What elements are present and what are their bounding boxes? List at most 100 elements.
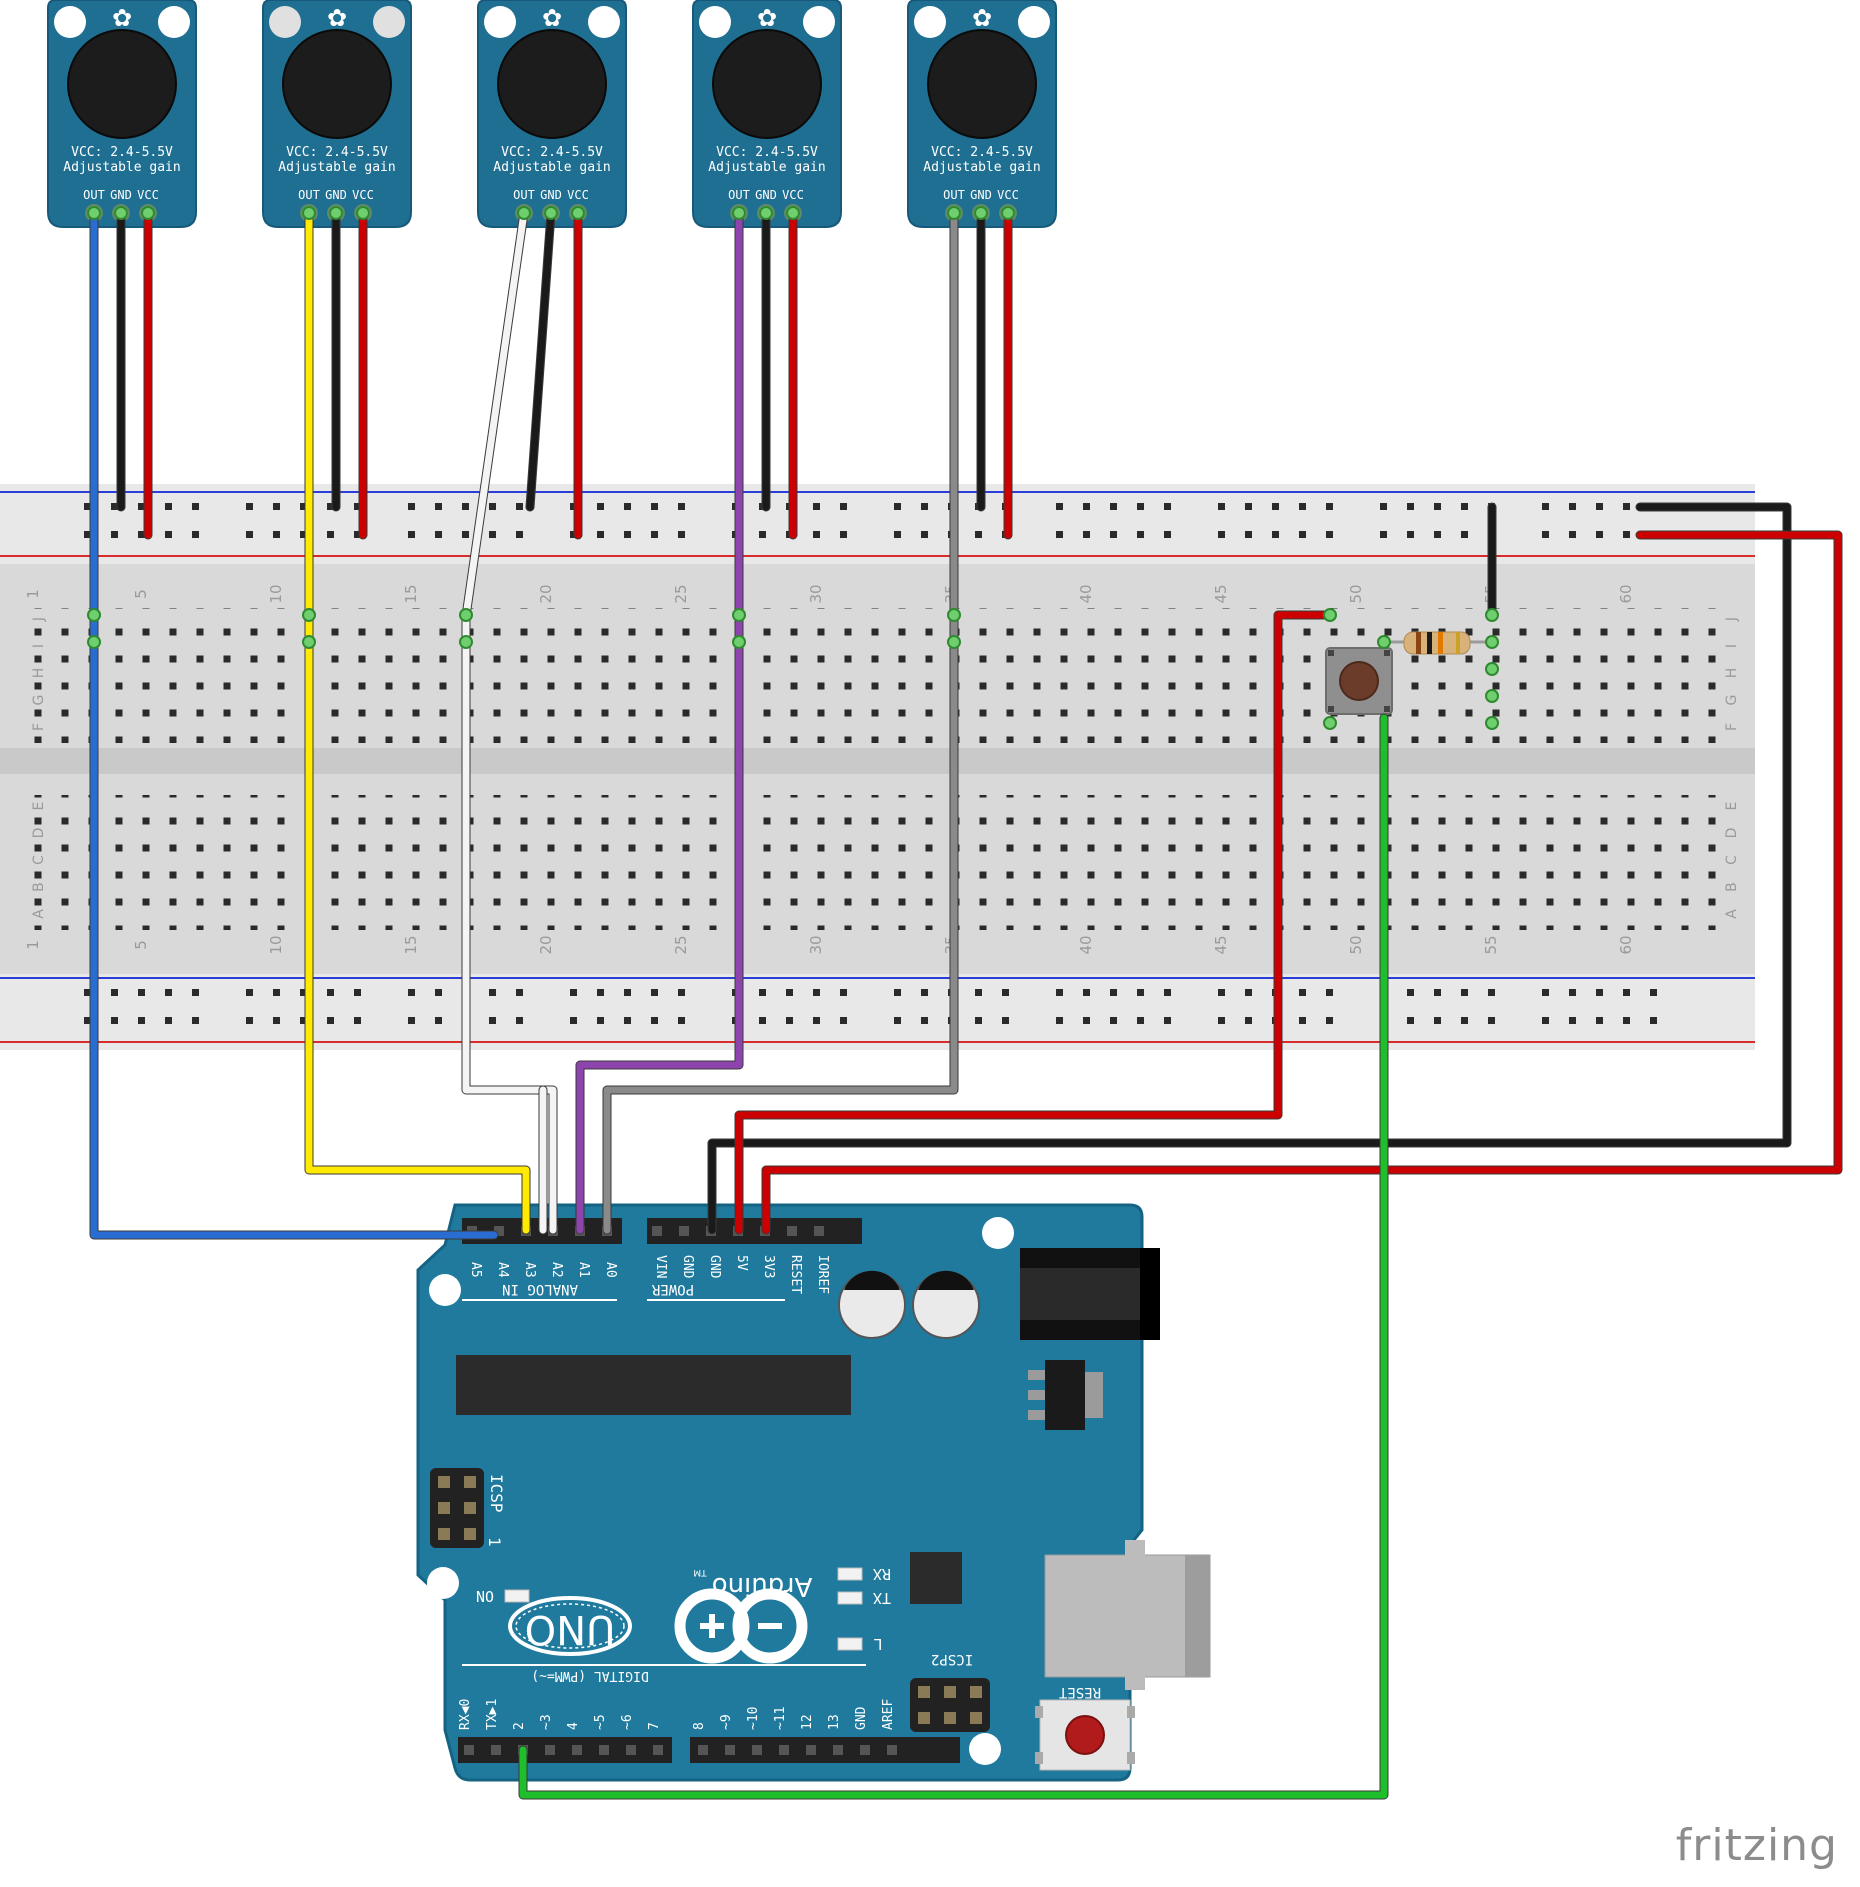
pushbutton[interactable] bbox=[1325, 647, 1393, 715]
connection-node bbox=[974, 206, 988, 220]
rail-hole bbox=[273, 531, 280, 538]
rail-hole bbox=[678, 531, 685, 538]
row-letter: J bbox=[31, 617, 47, 622]
reset-button[interactable] bbox=[1035, 1699, 1135, 1771]
rail-hole bbox=[1110, 503, 1117, 510]
rail-hole bbox=[1434, 989, 1441, 996]
column-number: 1 bbox=[24, 589, 42, 599]
row-letter: D bbox=[1724, 828, 1740, 839]
power-pin-label: GND bbox=[707, 1255, 722, 1279]
rail-hole bbox=[975, 1017, 982, 1024]
mount-hole bbox=[373, 6, 405, 38]
rail-hole bbox=[921, 989, 928, 996]
header-pin bbox=[653, 1745, 663, 1755]
rail-hole bbox=[786, 989, 793, 996]
star-logo-icon: ✿ bbox=[542, 4, 562, 32]
mic-supply-label: VCC: 2.4-5.5V bbox=[931, 145, 1033, 160]
rail-hole bbox=[1461, 503, 1468, 510]
capacitor bbox=[912, 1270, 980, 1339]
power-pin-label: RESET bbox=[788, 1255, 803, 1294]
digital-pin-label: 7 bbox=[647, 1722, 662, 1730]
connection-node bbox=[517, 206, 531, 220]
l-led: L bbox=[837, 1635, 883, 1653]
power-jack bbox=[1020, 1248, 1160, 1340]
mic-pin-label: VCC bbox=[997, 188, 1019, 202]
mic-pin-label: VCC bbox=[782, 188, 804, 202]
wire-black-mic-gnd bbox=[526, 209, 555, 511]
rail-hole bbox=[327, 531, 334, 538]
terminal-rows-abcde bbox=[27, 795, 1728, 930]
rail-hole bbox=[300, 503, 307, 510]
analog-in-label: ANALOG IN bbox=[502, 1281, 578, 1297]
rail-hole bbox=[651, 531, 658, 538]
rail-hole bbox=[1299, 503, 1306, 510]
tm-label: TM bbox=[693, 1567, 707, 1577]
column-numbers: 1155101015152020252530303535404045455050… bbox=[24, 584, 1635, 954]
column-number: 40 bbox=[1077, 584, 1095, 603]
rail-hole bbox=[1596, 989, 1603, 996]
rail-hole bbox=[1434, 531, 1441, 538]
rail-hole bbox=[1461, 1017, 1468, 1024]
connection-node bbox=[732, 608, 746, 622]
mic-gain-label: Adjustable gain bbox=[708, 160, 825, 175]
header-pin bbox=[833, 1745, 843, 1755]
rail-hole bbox=[246, 989, 253, 996]
column-number: 45 bbox=[1212, 935, 1230, 954]
header-pin bbox=[494, 1226, 504, 1236]
rail-hole bbox=[1272, 503, 1279, 510]
power-pin-label: VIN bbox=[653, 1255, 668, 1278]
connection-node bbox=[87, 635, 101, 649]
digital-pin-label: 12 bbox=[800, 1714, 815, 1730]
rail-hole bbox=[489, 503, 496, 510]
connection-node bbox=[947, 608, 961, 622]
connection-node bbox=[947, 206, 961, 220]
rail-hole bbox=[759, 531, 766, 538]
column-number: 50 bbox=[1347, 584, 1365, 603]
rail-hole bbox=[759, 1017, 766, 1024]
rail-hole bbox=[84, 503, 91, 510]
icsp-header: ICSP 1 bbox=[430, 1468, 506, 1548]
connection-node bbox=[459, 608, 473, 622]
rail-hole bbox=[435, 503, 442, 510]
rail-hole bbox=[84, 989, 91, 996]
mic-pin-label: OUT bbox=[728, 188, 750, 202]
rail-hole bbox=[1299, 1017, 1306, 1024]
rail-hole bbox=[1083, 503, 1090, 510]
rail-hole bbox=[1380, 531, 1387, 538]
header-pin bbox=[814, 1226, 824, 1236]
rail-hole bbox=[273, 503, 280, 510]
rail-hole bbox=[1137, 989, 1144, 996]
resistor bbox=[1385, 631, 1490, 655]
rail-hole bbox=[1569, 1017, 1576, 1024]
rail-hole bbox=[354, 1017, 361, 1024]
rail-hole bbox=[1488, 989, 1495, 996]
rail-hole bbox=[840, 503, 847, 510]
digital-pin-label: ~3 bbox=[539, 1714, 554, 1730]
row-letter: E bbox=[31, 802, 47, 811]
rail-hole bbox=[1569, 531, 1576, 538]
connection-node bbox=[329, 206, 343, 220]
rail-hole bbox=[1407, 531, 1414, 538]
rail-hole bbox=[165, 531, 172, 538]
rail-hole bbox=[678, 1017, 685, 1024]
wires bbox=[87, 206, 1843, 1800]
mount-hole bbox=[803, 6, 835, 38]
connection-node bbox=[302, 635, 316, 649]
row-letter: A bbox=[1724, 909, 1740, 919]
rail-hole bbox=[894, 503, 901, 510]
uno-label: UNO bbox=[525, 1606, 616, 1652]
wire-blue-mic1-out bbox=[90, 209, 498, 1239]
digital-pin-label: ~10 bbox=[746, 1707, 761, 1730]
rail-hole bbox=[1056, 503, 1063, 510]
column-number: 10 bbox=[267, 584, 285, 603]
header-pin bbox=[464, 1745, 474, 1755]
digital-pin-label: ~5 bbox=[593, 1714, 608, 1730]
mount-hole bbox=[914, 6, 946, 38]
rail-hole bbox=[1137, 503, 1144, 510]
